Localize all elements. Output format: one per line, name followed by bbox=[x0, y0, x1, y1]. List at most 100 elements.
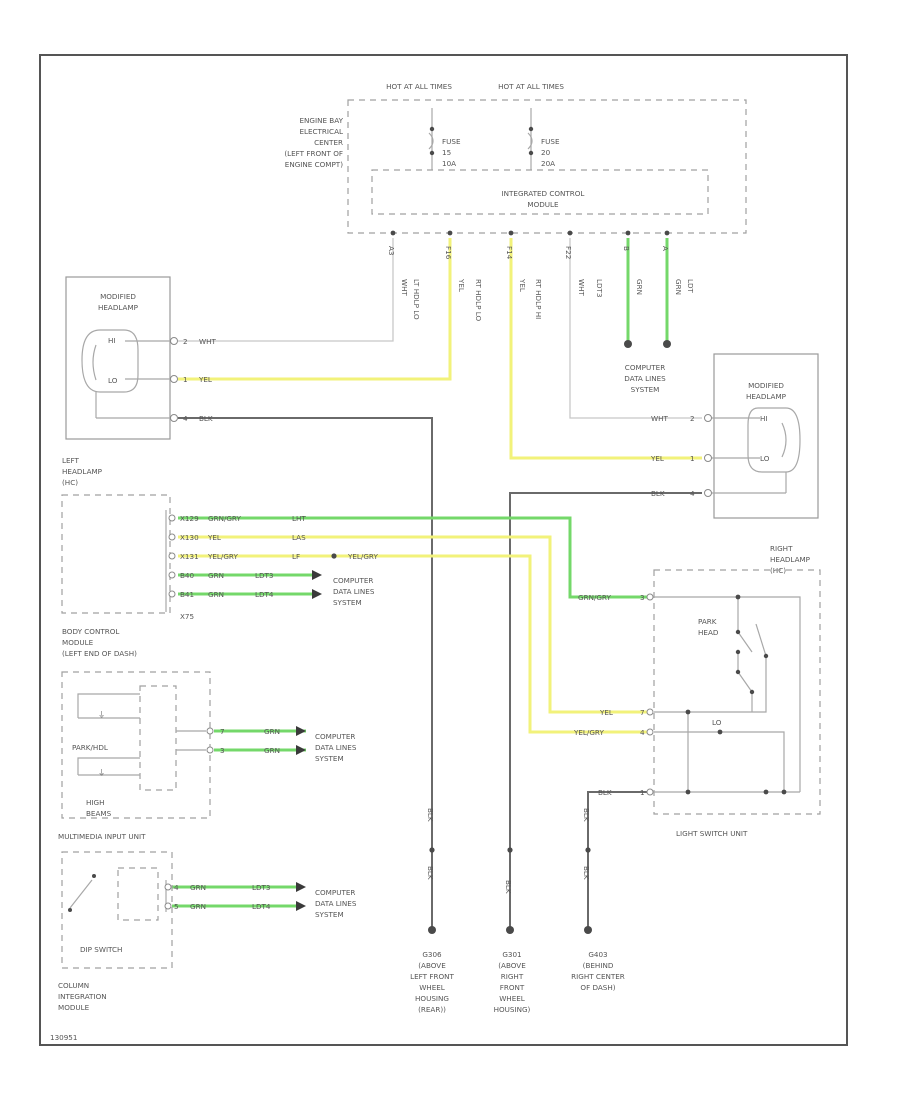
switch-internal-lo bbox=[654, 731, 785, 792]
bcm-title-2: MODULE bbox=[62, 638, 94, 647]
left-headlamp: MODIFIED HEADLAMP HI LO 2 WHT 1 YEL 4 BL… bbox=[62, 276, 217, 487]
ground-points: BLK BLK BLK BLK BLK G306 (ABOVE LEFT FRO… bbox=[410, 808, 625, 1014]
left-headlamp-title-1: MODIFIED bbox=[100, 292, 136, 301]
fuse-1-label: FUSE bbox=[442, 137, 461, 146]
engine-bay-title-1: ENGINE BAY bbox=[300, 116, 344, 125]
bcm-high-beam-1: HIGH bbox=[86, 798, 105, 807]
miu-pin-4-color: GRN bbox=[190, 883, 206, 892]
bcm-data2-3: SYSTEM bbox=[315, 754, 344, 763]
computer-data-top-3: SYSTEM bbox=[631, 385, 660, 394]
vw-pin-5: B bbox=[622, 246, 631, 251]
bcm-row-4-circuit: LDT3 bbox=[255, 571, 274, 580]
left-pin-2: 2 bbox=[183, 337, 188, 346]
wire-yel-gry-lf bbox=[178, 554, 650, 734]
bcm-row-3-pin: X131 bbox=[180, 552, 199, 561]
left-pin-4-color: BLK bbox=[199, 414, 213, 423]
fuse-1-number: 15 bbox=[442, 148, 451, 157]
wire-yel-right-headlamp bbox=[509, 238, 702, 460]
dip-switch-pivot bbox=[68, 908, 72, 912]
vw-circuit-6: LDT bbox=[686, 279, 695, 294]
bcm-pin-7-color: GRN bbox=[264, 727, 280, 736]
engine-bay-title-3: CENTER bbox=[314, 138, 343, 147]
vw-pin-2: F16 bbox=[444, 246, 453, 260]
g306-label-3: LEFT FRONT bbox=[410, 972, 454, 981]
switch-node-2 bbox=[735, 629, 741, 635]
wire-yel-las bbox=[178, 535, 650, 714]
column-integration-module: MULTIMEDIA INPUT UNIT 4 GRN LDT3 5 GRN L… bbox=[58, 832, 357, 1012]
right-hi-label: HI bbox=[760, 414, 768, 423]
miu-title: MULTIMEDIA INPUT UNIT bbox=[58, 832, 146, 841]
bcm-row-5-color: GRN bbox=[208, 590, 224, 599]
light-switch-box bbox=[653, 569, 821, 815]
g306-label-4: WHEEL bbox=[419, 983, 445, 992]
bcm-box bbox=[61, 671, 211, 819]
vw-color-6: GRN bbox=[674, 279, 683, 295]
bcm-row-2-circuit: LAS bbox=[292, 533, 306, 542]
engine-bay-title-5: ENGINE COMPT) bbox=[285, 160, 343, 169]
left-lo-label: LO bbox=[108, 376, 118, 385]
vw-pin-6: A bbox=[661, 246, 670, 251]
bcm-pin3-arrow bbox=[296, 745, 306, 755]
g306-label-5: HOUSING bbox=[415, 994, 449, 1003]
bcm-gnd-1: ⏚ bbox=[98, 710, 105, 719]
left-bulb-filament bbox=[92, 344, 97, 381]
vw-color-1: WHT bbox=[400, 279, 409, 297]
miu-arrow-2 bbox=[296, 901, 306, 911]
vw-pin-4: F22 bbox=[564, 246, 573, 259]
switch-node-10 bbox=[763, 789, 769, 795]
bcm-row-1-color: GRN/GRY bbox=[208, 514, 241, 523]
wire-blk-left-ground bbox=[178, 417, 433, 928]
switch-node-9 bbox=[685, 789, 691, 795]
g306-label-1: G306 bbox=[422, 950, 442, 959]
switch-pin-7-color: YEL bbox=[599, 708, 613, 717]
switch-node-1 bbox=[735, 594, 741, 600]
right-headlamp: MODIFIED HEADLAMP HI LO 2 WHT 1 YEL 4 BL… bbox=[650, 353, 819, 575]
fuse-2-rating: 20A bbox=[541, 159, 555, 168]
left-headlamp-box bbox=[65, 276, 171, 440]
bcm-pin-7: 7 bbox=[220, 727, 225, 736]
g306-splice bbox=[429, 847, 435, 853]
module-pin-f22 bbox=[567, 230, 573, 236]
wire-yel-left-headlamp bbox=[178, 238, 452, 381]
g306-wire-lower: BLK bbox=[426, 866, 435, 880]
wire-blk-right-ground bbox=[509, 492, 702, 928]
bcm-park-circuit bbox=[77, 757, 140, 776]
bcm-row-4-pin: B40 bbox=[180, 571, 195, 580]
module-wire-labels: A3 WHT F16 YEL LT HDLP LO F14 YEL RT HDL… bbox=[387, 230, 695, 394]
miu-data-2: DATA LINES bbox=[315, 899, 357, 908]
fuse-1-terminal-bottom bbox=[429, 150, 435, 156]
wire-grn-gry-lht bbox=[178, 516, 650, 599]
bcm-data-label-3: SYSTEM bbox=[333, 598, 362, 607]
vw-pin-1: A3 bbox=[387, 246, 396, 256]
vw-color-3: YEL bbox=[518, 278, 527, 292]
miu-data-1: COMPUTER bbox=[315, 888, 355, 897]
bcm-row-5-pin: B41 bbox=[180, 590, 194, 599]
switch-node-5 bbox=[749, 689, 755, 695]
module-pin-f14 bbox=[508, 230, 514, 236]
fuse-1-icon bbox=[428, 132, 434, 150]
bcm-data-arrow-1 bbox=[312, 570, 322, 580]
fuse-2-number: 20 bbox=[541, 148, 551, 157]
bcm-data2-1: COMPUTER bbox=[315, 732, 355, 741]
g403-label-2: (BEHIND bbox=[583, 961, 614, 970]
light-switch-unit: 3 GRN/GRY 7 YEL 4 YEL/GRY 1 BLK PARK HEA… bbox=[573, 569, 821, 838]
g403-label-1: G403 bbox=[588, 950, 607, 959]
right-pin-1-color: YEL bbox=[650, 454, 664, 463]
fuse-1-rating: 10A bbox=[442, 159, 456, 168]
g306-wire: BLK bbox=[426, 808, 435, 822]
miu-pin-5: 5 bbox=[174, 902, 179, 911]
icm-title-1: INTEGRATED CONTROL bbox=[502, 189, 585, 198]
g301-label-3: RIGHT bbox=[501, 972, 524, 981]
g403-label-4: OF DASH) bbox=[580, 983, 615, 992]
right-headlamp-label-2: HEADLAMP bbox=[770, 555, 811, 564]
miu-arrow-1 bbox=[296, 882, 306, 892]
hot-label-1: HOT AT ALL TIMES bbox=[386, 82, 452, 91]
column-label-2: INTEGRATION bbox=[58, 992, 107, 1001]
switch-internal-top bbox=[654, 596, 801, 792]
module-pin-a bbox=[664, 230, 670, 236]
bcm-row-2-color: YEL bbox=[207, 533, 221, 542]
dip-switch-label: DIP SWITCH bbox=[80, 945, 122, 954]
vw-circuit-3: RT HDLP LO bbox=[474, 279, 483, 321]
vw-color-5: GRN bbox=[635, 279, 644, 295]
